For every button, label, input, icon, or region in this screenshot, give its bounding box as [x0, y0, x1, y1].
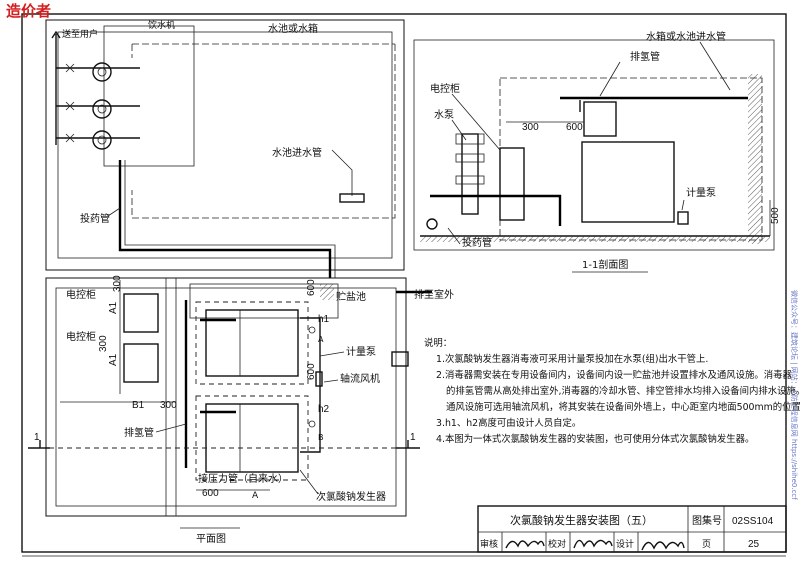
- pool-room-inner-wall: [57, 31, 393, 259]
- axial-fan-label: 轴流风机: [340, 372, 380, 385]
- plan-view: 送至用户 送至用户 水池或水箱 饮水机 水池进水管 投药管 电控柜 电控柜 A1…: [28, 19, 454, 545]
- section-control-cabinet: [499, 147, 525, 221]
- sheet-border: [21, 13, 787, 553]
- section-room-outline: [499, 77, 763, 241]
- section-pump: [461, 133, 479, 215]
- axial-fan-icon: [391, 351, 409, 367]
- pool-label: 水池或水箱: [268, 22, 318, 35]
- section-control-cabinet-label: 电控柜: [430, 82, 460, 95]
- exhaust-outdoor-label: 排至室外: [414, 288, 454, 301]
- h2-label: h2: [318, 404, 330, 415]
- pump-group: [55, 50, 140, 150]
- section-dim-300: 300: [522, 122, 539, 133]
- pool-room-wall: [45, 19, 405, 271]
- section-generator: [581, 141, 675, 223]
- watermark-right: 微信公众号：建筑论坛 | 网站：人防工程信息网 https://shihe0.c…: [790, 290, 799, 500]
- label-b-1: B: [318, 433, 324, 442]
- salt-tank-hatch: [320, 284, 334, 300]
- dim-300-a: 300: [112, 275, 123, 292]
- section-dosing-pipe-label: 投药管: [462, 236, 492, 249]
- review-label: 审核: [480, 538, 498, 550]
- section-dim-600: 600: [566, 122, 583, 133]
- control-cabinet-2: [123, 343, 159, 383]
- section-generator-top: [583, 101, 617, 137]
- generator-2: [205, 403, 299, 473]
- design-label: 设计: [616, 538, 634, 550]
- dim-600-c: 600: [202, 488, 219, 499]
- notes-heading: 说明：: [424, 337, 452, 349]
- metering-pump-label: 计量泵: [346, 345, 376, 358]
- control-cabinet-1-label: 电控柜: [66, 288, 96, 301]
- b1-label: B1: [132, 400, 145, 411]
- note-line-5: 3.h1、h2高度可由设计人员自定。: [436, 417, 581, 429]
- section-metering-pump: [677, 211, 689, 225]
- brand-logo: 造价者: [6, 2, 51, 20]
- design-signature: [641, 541, 685, 551]
- note-line-3: 的排氢管需从高处排出室外,消毒器的冷却水管、排空管排水均排入设备间内排水设施。: [446, 385, 800, 397]
- generator-piping: [300, 317, 321, 453]
- section-mark-left: [28, 440, 50, 449]
- pump-icon: [92, 130, 112, 150]
- section-wall-hatch: [748, 74, 762, 244]
- section-dim-500: 500: [770, 207, 781, 224]
- equipment-room-inner: [55, 287, 397, 507]
- section-hydrogen-label: 排氢管: [630, 50, 660, 63]
- pool-inlet-leader: [331, 149, 353, 196]
- page-number: 25: [748, 539, 760, 550]
- control-cabinet-1: [123, 293, 159, 333]
- pump-icon: [92, 62, 112, 82]
- check-signature: [573, 539, 613, 549]
- generator-label: 次氯酸钠发生器: [316, 490, 386, 503]
- hydrogen-pipe-label: 排氢管: [124, 426, 154, 439]
- salt-tank-label: 贮盐池: [336, 290, 366, 303]
- dim-300-b: 300: [98, 335, 109, 352]
- to-user-label: 送至用户: [62, 28, 98, 40]
- title-block: 次氯酸钠发生器安装图（五） 图集号 02SS104 审核 校对 设计 页 25: [477, 505, 787, 553]
- salt-tank-outline: [189, 283, 339, 319]
- review-signature: [505, 540, 545, 549]
- note-line-1: 1.次氯酸钠发生器消毒液可采用计量泵投加在水泵(组)出水干管上.: [436, 353, 708, 365]
- atlas-number: 02SS104: [732, 516, 774, 527]
- generator-1: [205, 309, 299, 377]
- control-cabinet-2-label: 电控柜: [66, 330, 96, 343]
- note-line-6: 4.本图为一体式次氯酸钠发生器的安装图，也可使用分体式次氯酸钠发生器。: [436, 433, 754, 445]
- label-a-1: A: [318, 335, 324, 344]
- pump-box: [103, 25, 195, 167]
- a1-label-1: A1: [108, 301, 119, 314]
- dim-300-c: 300: [160, 400, 177, 411]
- section-pump-label: 水泵: [434, 109, 454, 121]
- dim-600-a: 600: [306, 279, 317, 296]
- label-a-2: A: [252, 491, 259, 501]
- pump-icon: [92, 99, 112, 119]
- pool-inlet-label: 水池进水管: [272, 146, 322, 159]
- section-mark-right-num: 1: [410, 432, 416, 443]
- pressure-pipe-label: 接压力管（自来水）: [198, 472, 288, 485]
- note-line-2: 2.消毒器需安装在专用设备间内，设备间内设一贮盐池并设置排水及通风设施。消毒器: [436, 369, 792, 381]
- dosing-pipe-label: 投药管: [80, 212, 110, 225]
- note-line-4: 通风设施可选用轴流风机，将其安装在设备间外墙上，中心距室内地面500mm的位置上…: [446, 401, 800, 413]
- check-label: 校对: [548, 538, 566, 550]
- dim-600-b: 600: [306, 363, 317, 380]
- drawing-title: 次氯酸钠发生器安装图（五）: [510, 513, 653, 527]
- section-valve-icon: [426, 218, 438, 230]
- pool-inlet-pipe: [339, 193, 365, 203]
- section-title: 1-1剖面图: [582, 258, 628, 271]
- notes-block: 说明： 1.次氯酸钠发生器消毒液可采用计量泵投加在水泵(组)出水干管上. 2.消…: [424, 337, 800, 445]
- section-frame: [413, 39, 775, 251]
- h1-label: h1: [318, 314, 330, 325]
- atlas-label: 图集号: [692, 514, 722, 527]
- a1-label-2: A1: [108, 353, 119, 366]
- section-view: 排氢管 水箱或水池进水管 电控柜 水泵 计量泵 300 600 500 投药管 …: [413, 30, 781, 273]
- section-metering-pump-label: 计量泵: [686, 186, 716, 199]
- plan-title: 平面图: [196, 533, 226, 545]
- to-user-arrow: [51, 30, 61, 50]
- water-tank-mini: 饮水机: [148, 19, 175, 31]
- pool-outline: [131, 43, 396, 219]
- page-label: 页: [702, 539, 711, 550]
- section-mark-left-num: 1: [34, 432, 40, 443]
- section-tank-inlet-label: 水箱或水池进水管: [646, 30, 726, 43]
